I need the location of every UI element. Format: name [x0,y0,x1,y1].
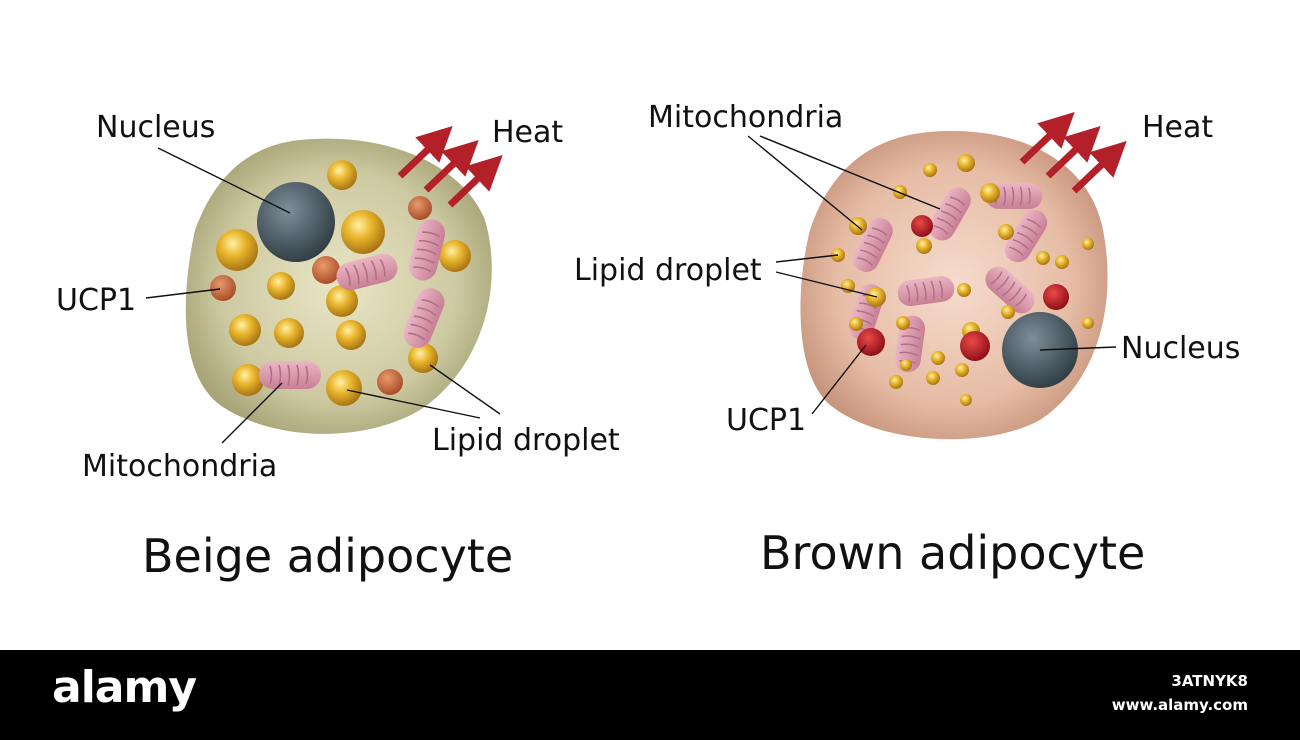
lipid-droplet [1055,255,1069,269]
leader-line [775,254,839,263]
lipid-droplet [326,370,362,406]
lipid-droplet [326,285,358,317]
heat-arrow [397,125,453,179]
lipid-droplet [341,210,385,254]
lipid-droplet [439,240,471,272]
brown-ucp1-particles [857,215,1069,361]
brown-label-heat: Heat [1142,110,1213,145]
leader-line [775,271,878,298]
leader-line [221,382,283,444]
brown-lipid-droplets [831,154,1094,406]
beige-lipid-droplets [216,160,471,406]
lipid-droplet [267,272,295,300]
lipid-droplet [1082,317,1094,329]
brand-logo: alamy [52,662,197,713]
ucp1-particle [210,275,236,301]
beige-label-heat: Heat [492,115,563,150]
ucp1-particle [911,215,933,237]
mitochondrion [258,360,322,390]
lipid-droplet [889,375,903,389]
lipid-droplet [926,371,940,385]
heat-arrow [447,154,503,208]
lipid-droplet [274,318,304,348]
heat-arrow [1071,140,1127,194]
brown-leader-lines [747,135,1117,415]
lipid-droplet [957,283,971,297]
lipid-droplet [960,394,972,406]
stock-url: www.alamy.com [1111,696,1248,714]
lipid-droplet [216,229,258,271]
ucp1-particle [312,256,340,284]
lipid-droplet [998,224,1014,240]
lipid-droplet [980,183,1000,203]
beige-label-lipid-droplet: Lipid droplet [432,423,620,458]
ucp1-particle [1043,284,1069,310]
beige-adipocyte: Nucleus Heat UCP1 Mitochondria Lipid dro… [56,110,620,583]
beige-leader-lines [145,147,501,444]
lipid-droplet [900,359,912,371]
heat-arrow [1019,111,1075,165]
ucp1-particle [960,331,990,361]
leader-line [811,344,867,415]
watermark-footer: alamy 3ATNYK8 www.alamy.com [0,650,1300,740]
lipid-droplet [849,317,863,331]
lipid-droplet [916,238,932,254]
lipid-droplet [1001,305,1015,319]
leader-line [759,135,941,210]
leader-line [1039,346,1117,351]
brown-label-lipid-droplet: Lipid droplet [574,253,762,288]
leader-line [157,147,291,214]
heat-arrow [423,139,479,193]
ucp1-particle [408,196,432,220]
ucp1-particle [377,369,403,395]
lipid-droplet [327,160,357,190]
lipid-droplet [232,364,264,396]
leader-line [145,288,221,299]
brown-adipocyte: Mitochondria Heat Lipid droplet Nucleus … [574,100,1240,580]
adipocyte-diagram: Nucleus Heat UCP1 Mitochondria Lipid dro… [56,100,1240,583]
beige-label-ucp1: UCP1 [56,283,136,318]
brown-label-mitochondria: Mitochondria [648,100,843,135]
beige-nucleus [257,182,335,262]
stock-id: 3ATNYK8 [1171,672,1248,690]
beige-ucp1-particles [210,196,432,395]
lipid-droplet [896,316,910,330]
lipid-droplet [955,363,969,377]
beige-label-mitochondria: Mitochondria [82,449,277,484]
heat-arrow [1045,125,1101,179]
brown-label-ucp1: UCP1 [726,403,806,438]
beige-label-nucleus: Nucleus [96,110,215,145]
beige-heat-arrows [397,125,503,208]
lipid-droplet [1082,238,1094,250]
lipid-droplet [229,314,261,346]
lipid-droplet [957,154,975,172]
lipid-droplet [1036,251,1050,265]
lipid-droplet [336,320,366,350]
leader-line [429,364,501,415]
lipid-droplet [408,343,438,373]
lipid-droplet [931,351,945,365]
brown-title: Brown adipocyte [760,526,1145,580]
brown-label-nucleus: Nucleus [1121,331,1240,366]
ucp1-particle [857,328,885,356]
beige-title: Beige adipocyte [142,529,513,583]
leader-line [747,135,863,231]
lipid-droplet [923,163,937,177]
brown-heat-arrows [1019,111,1127,194]
lipid-droplet [893,185,907,199]
leader-line [346,389,481,419]
